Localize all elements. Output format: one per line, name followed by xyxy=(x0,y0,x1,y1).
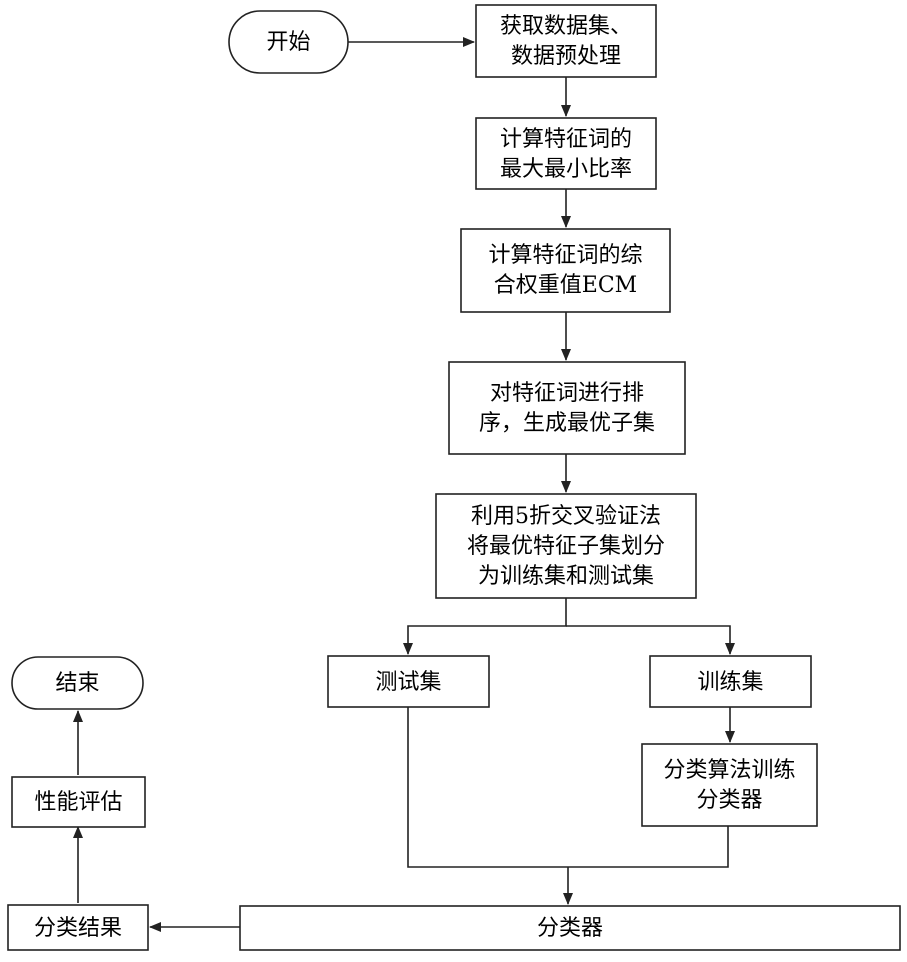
classifier-label: 分类器 xyxy=(537,916,603,941)
split-line-1: 利用5折交叉验证法 xyxy=(471,504,661,529)
result-label: 分类结果 xyxy=(34,916,122,941)
edge-split-branch xyxy=(408,598,566,654)
node-test-set: 测试集 xyxy=(328,656,489,707)
sort-box xyxy=(449,362,685,454)
node-end: 结束 xyxy=(12,657,143,709)
test-set-label: 测试集 xyxy=(375,670,441,695)
node-ratio: 计算特征词的最大最小比率 xyxy=(476,118,656,189)
split-line-3: 为训练集和测试集 xyxy=(478,564,654,589)
edge-test-merge xyxy=(408,707,568,867)
node-ecm: 计算特征词的综合权重值ECM xyxy=(461,229,670,312)
train-clf-line-1: 分类算法训练 xyxy=(663,758,795,783)
node-train-set: 训练集 xyxy=(650,656,811,707)
split-line-2: 将最优特征子集划分 xyxy=(467,534,665,559)
acquire-line-2: 数据预处理 xyxy=(511,44,621,69)
node-result: 分类结果 xyxy=(8,905,148,950)
ecm-line-2: 合权重值ECM xyxy=(494,273,637,298)
ratio-line-2: 最大最小比率 xyxy=(500,157,632,182)
sort-line-1: 对特征词进行排 xyxy=(490,381,644,406)
node-train-clf: 分类算法训练分类器 xyxy=(642,744,817,826)
ratio-line-1: 计算特征词的 xyxy=(500,127,632,152)
node-sort: 对特征词进行排序，生成最优子集 xyxy=(449,362,685,454)
ecm-box xyxy=(461,229,670,312)
train-set-line-1: 训练集 xyxy=(697,670,763,695)
train-clf-box xyxy=(642,744,817,826)
node-acquire: 获取数据集、数据预处理 xyxy=(476,5,656,77)
result-line-1: 分类结果 xyxy=(34,916,122,941)
edge-split-train xyxy=(566,626,730,654)
node-classifier: 分类器 xyxy=(240,906,900,950)
test-set-line-1: 测试集 xyxy=(375,670,441,695)
train-set-label: 训练集 xyxy=(697,670,763,695)
start-label: 开始 xyxy=(266,30,310,55)
train-clf-line-2: 分类器 xyxy=(696,788,762,813)
ecm-line-1: 计算特征词的综 xyxy=(488,243,642,268)
end-line-1: 结束 xyxy=(55,671,99,696)
sort-line-2: 序，生成最优子集 xyxy=(479,411,655,436)
split-label: 利用5折交叉验证法将最优特征子集划分为训练集和测试集 xyxy=(467,504,665,589)
classifier-line-1: 分类器 xyxy=(537,916,603,941)
acquire-line-1: 获取数据集、 xyxy=(500,14,632,39)
node-split: 利用5折交叉验证法将最优特征子集划分为训练集和测试集 xyxy=(436,494,696,598)
node-start: 开始 xyxy=(229,11,348,73)
end-label: 结束 xyxy=(55,671,99,696)
evaluate-label: 性能评估 xyxy=(34,790,122,815)
edge-trainclf-merge xyxy=(568,826,728,867)
node-evaluate: 性能评估 xyxy=(12,777,145,827)
evaluate-line-1: 性能评估 xyxy=(34,790,122,815)
start-line-1: 开始 xyxy=(266,30,310,55)
